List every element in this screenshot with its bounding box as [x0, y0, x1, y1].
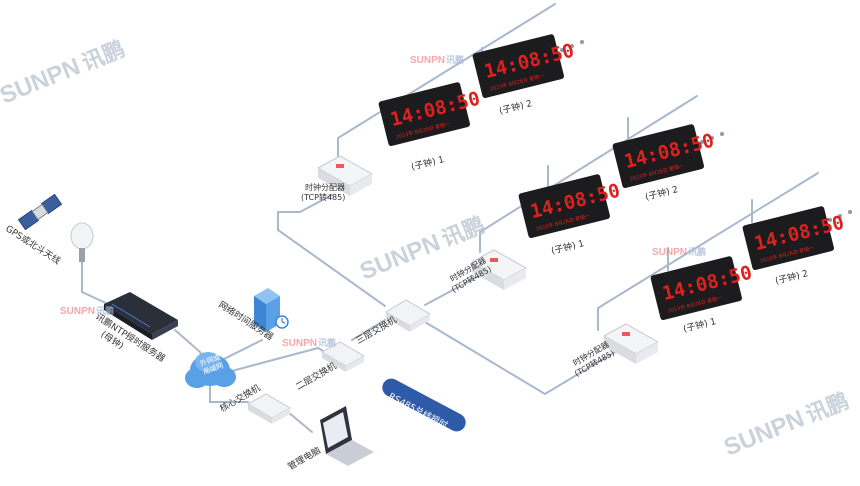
gps-antenna-icon — [70, 222, 94, 262]
cloud-icon — [185, 352, 236, 388]
link-l2-l3 — [351, 319, 386, 341]
clock-1a-label: (子钟) 1 — [410, 153, 446, 173]
clock-3a-label: (子钟) 1 — [682, 315, 718, 335]
svg-text:SUNPN: SUNPN — [282, 338, 317, 349]
distributor-2: 时钟分配器 (TCP转485) — [448, 249, 528, 294]
link-cloud-netserver — [221, 339, 263, 361]
network-time-server-icon — [254, 288, 289, 332]
watermark-small-3: SUNPN 讯鹏 — [60, 305, 114, 317]
core-switch-icon — [246, 393, 292, 424]
l3-switch-label: 三层交换机 — [354, 314, 399, 347]
l2-switch-label: 二层交换机 — [294, 360, 339, 393]
clock-2a: 14:08:50 2023年 8月28日 星期一 — [518, 174, 622, 238]
clock-3b: 14:08:50 2023年 8月28日 星期一 — [742, 206, 846, 270]
svg-text:讯鹏: 讯鹏 — [688, 246, 706, 257]
svg-text:讯鹏: 讯鹏 — [96, 305, 114, 316]
svg-text:讯鹏: 讯鹏 — [318, 337, 336, 348]
svg-text:SUNPN: SUNPN — [356, 229, 444, 286]
link-l3-dist1 — [277, 194, 386, 307]
rs485-badge: RS485总线授时 — [382, 378, 466, 432]
continuation-dots — [560, 40, 852, 222]
svg-text:(TCP转485): (TCP转485) — [301, 192, 345, 202]
link-cloud-l2 — [227, 346, 326, 373]
svg-text:讯鹏: 讯鹏 — [802, 388, 852, 428]
link-l3-dist3 — [424, 321, 616, 396]
svg-text:讯鹏: 讯鹏 — [78, 36, 128, 76]
svg-text:SUNPN: SUNPN — [0, 53, 84, 110]
watermark-small-4: SUNPN 讯鹏 — [282, 337, 336, 349]
svg-text:SUNPN: SUNPN — [652, 247, 687, 258]
l2-switch-icon — [320, 341, 366, 372]
svg-text:SUNPN: SUNPN — [410, 55, 445, 66]
link-cloud-core — [209, 384, 249, 403]
distributor-3: 时钟分配器 (TCP转485) — [571, 323, 660, 378]
clock-2a-label: (子钟) 1 — [550, 237, 586, 257]
distributor-1: 时钟分配器 (TCP转485) — [301, 155, 374, 202]
watermark-small-2: SUNPN 讯鹏 — [652, 246, 706, 258]
clock-1b: 14:08:50 2023年 8月28日 星期一 — [472, 34, 576, 98]
link-gps-ntp — [81, 261, 109, 305]
laptop-label: 管理电脑 — [286, 444, 323, 472]
laptop-icon — [320, 406, 374, 466]
svg-text:时钟分配器: 时钟分配器 — [305, 182, 345, 192]
svg-text:SUNPN: SUNPN — [60, 306, 95, 317]
clock-3a: 14:08:50 2023年 8月28日 星期一 — [650, 256, 754, 320]
clock-3b-label: (子钟) 2 — [774, 267, 810, 287]
svg-text:SUNPN: SUNPN — [720, 405, 808, 462]
watermark-large-3: SUNPN 讯鹏 — [720, 388, 852, 462]
svg-text:讯鹏: 讯鹏 — [446, 54, 464, 65]
bus-3 — [597, 172, 819, 331]
clock-2b-label: (子钟) 2 — [644, 183, 680, 203]
satellite-icon — [17, 193, 63, 231]
clock-1b-label: (子钟) 2 — [498, 97, 534, 117]
watermark-small-1: SUNPN 讯鹏 — [410, 54, 464, 66]
l3-switch-icon — [385, 299, 431, 332]
link-core-laptop — [287, 411, 313, 433]
ntp-server-icon — [104, 292, 178, 340]
gps-label: GPS或北斗天线 — [3, 222, 62, 266]
watermark-large-1: SUNPN 讯鹏 — [0, 36, 128, 110]
clock-1a: 14:08:50 2023年 8月28日 星期一 — [378, 82, 482, 146]
